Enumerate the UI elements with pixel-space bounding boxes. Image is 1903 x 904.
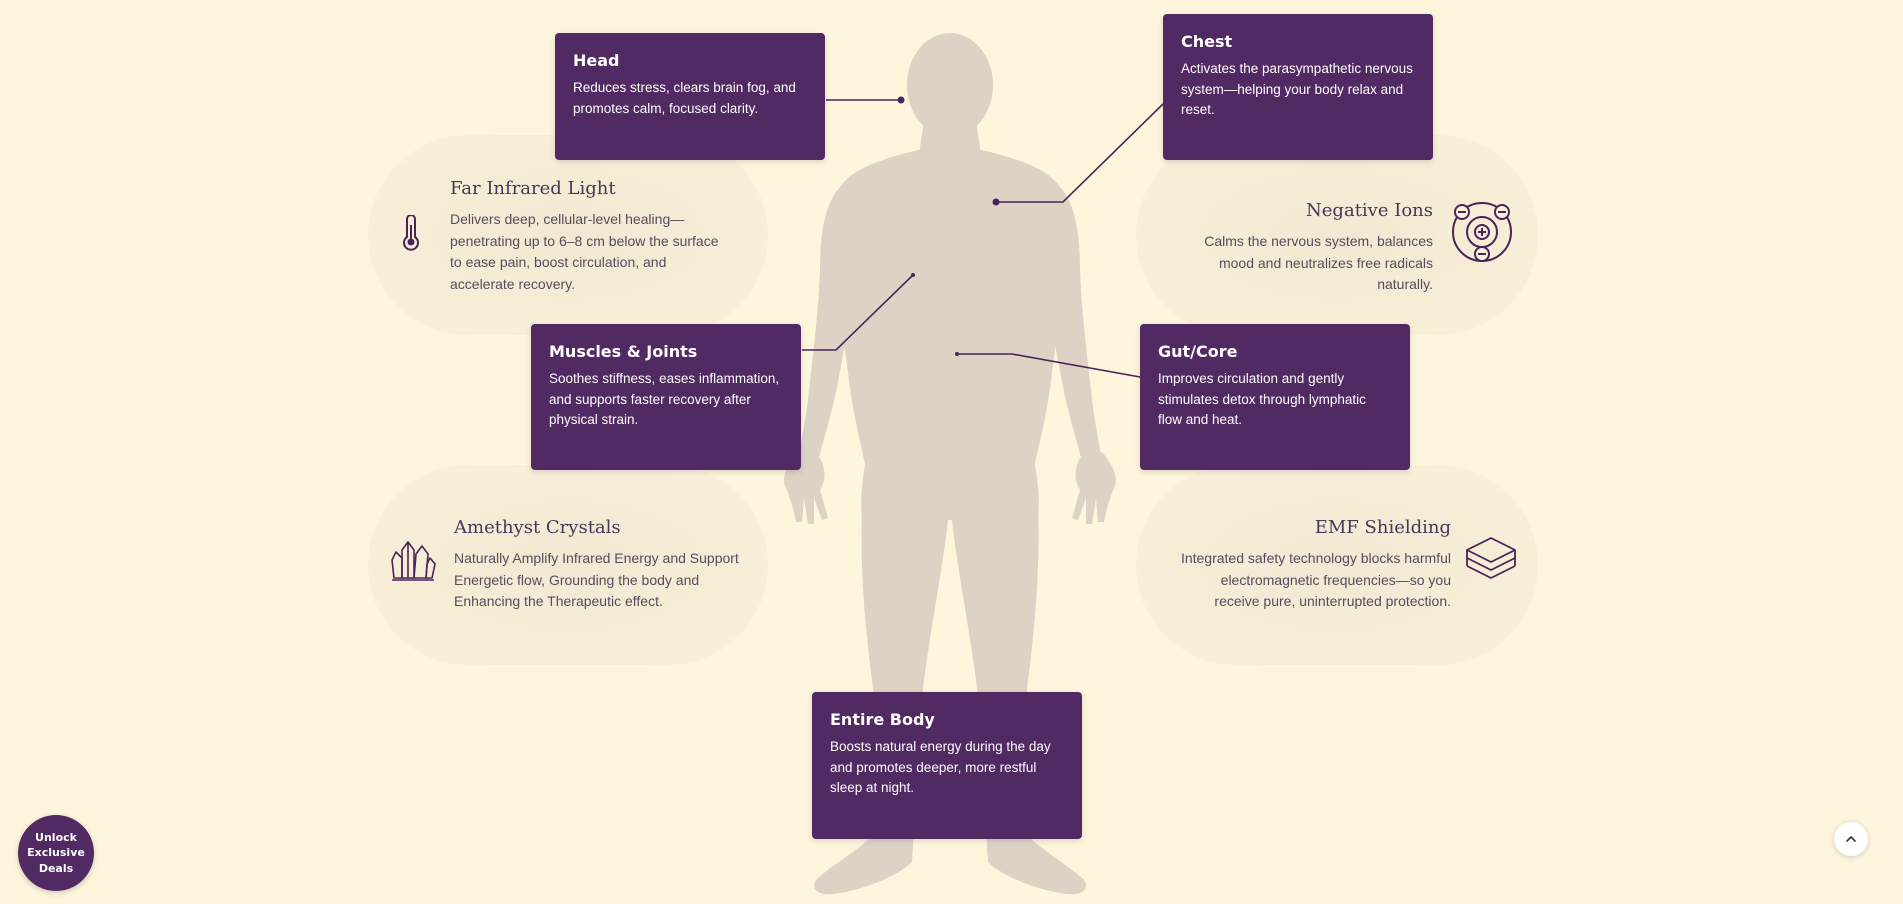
card-description: Boosts natural energy during the day and… <box>830 739 1051 795</box>
feature-emf: EMF Shielding Integrated safety technolo… <box>1180 517 1451 613</box>
card-description: Improves circulation and gently stimulat… <box>1158 371 1366 427</box>
feature-title: Far Infrared Light <box>450 178 616 199</box>
card-head: Head Reduces stress, clears brain fog, a… <box>555 33 825 160</box>
feature-pill-negative-ions <box>1136 135 1538 335</box>
ions-icon <box>1452 202 1512 262</box>
feature-title: Amethyst Crystals <box>454 517 621 538</box>
card-title: Gut/Core <box>1158 342 1238 361</box>
card-title: Muscles & Joints <box>549 342 698 361</box>
feature-description: Naturally Amplify Infrared Energy and Su… <box>454 550 739 609</box>
card-chest: Chest Activates the parasympathetic nerv… <box>1163 14 1433 160</box>
feature-pill-emf <box>1136 465 1538 665</box>
feature-title: EMF Shielding <box>1314 517 1451 538</box>
chevron-up-icon <box>1846 836 1856 842</box>
thermometer-icon <box>403 215 419 251</box>
feature-negative-ions: Negative Ions Calms the nervous system, … <box>1170 200 1433 296</box>
feature-description: Calms the nervous system, balances mood … <box>1204 233 1433 292</box>
card-description: Activates the parasympathetic nervous sy… <box>1181 61 1413 117</box>
card-title: Chest <box>1181 32 1233 51</box>
feature-description: Delivers deep, cellular-level healing—pe… <box>450 211 719 292</box>
unlock-deals-label: Unlock Exclusive Deals <box>27 830 85 875</box>
unlock-deals-button[interactable]: Unlock Exclusive Deals <box>18 815 94 891</box>
card-entire-body: Entire Body Boosts natural energy during… <box>812 692 1082 839</box>
crystals-icon <box>391 541 436 581</box>
card-gut-core: Gut/Core Improves circulation and gently… <box>1140 324 1410 470</box>
feature-title: Negative Ions <box>1306 200 1433 221</box>
feature-far-infrared: Far Infrared Light Delivers deep, cellul… <box>450 178 732 295</box>
scroll-to-top-button[interactable] <box>1834 822 1868 856</box>
card-muscles-joints: Muscles & Joints Soothes stiffness, ease… <box>531 324 801 470</box>
card-description: Reduces stress, clears brain fog, and pr… <box>573 80 796 116</box>
card-description: Soothes stiffness, eases inflammation, a… <box>549 371 780 427</box>
feature-amethyst: Amethyst Crystals Naturally Amplify Infr… <box>454 517 744 613</box>
feature-description: Integrated safety technology blocks harm… <box>1180 550 1451 609</box>
layers-icon <box>1466 537 1516 579</box>
feature-pill-far-infrared <box>368 135 768 335</box>
card-title: Entire Body <box>830 710 935 729</box>
card-title: Head <box>573 51 620 70</box>
